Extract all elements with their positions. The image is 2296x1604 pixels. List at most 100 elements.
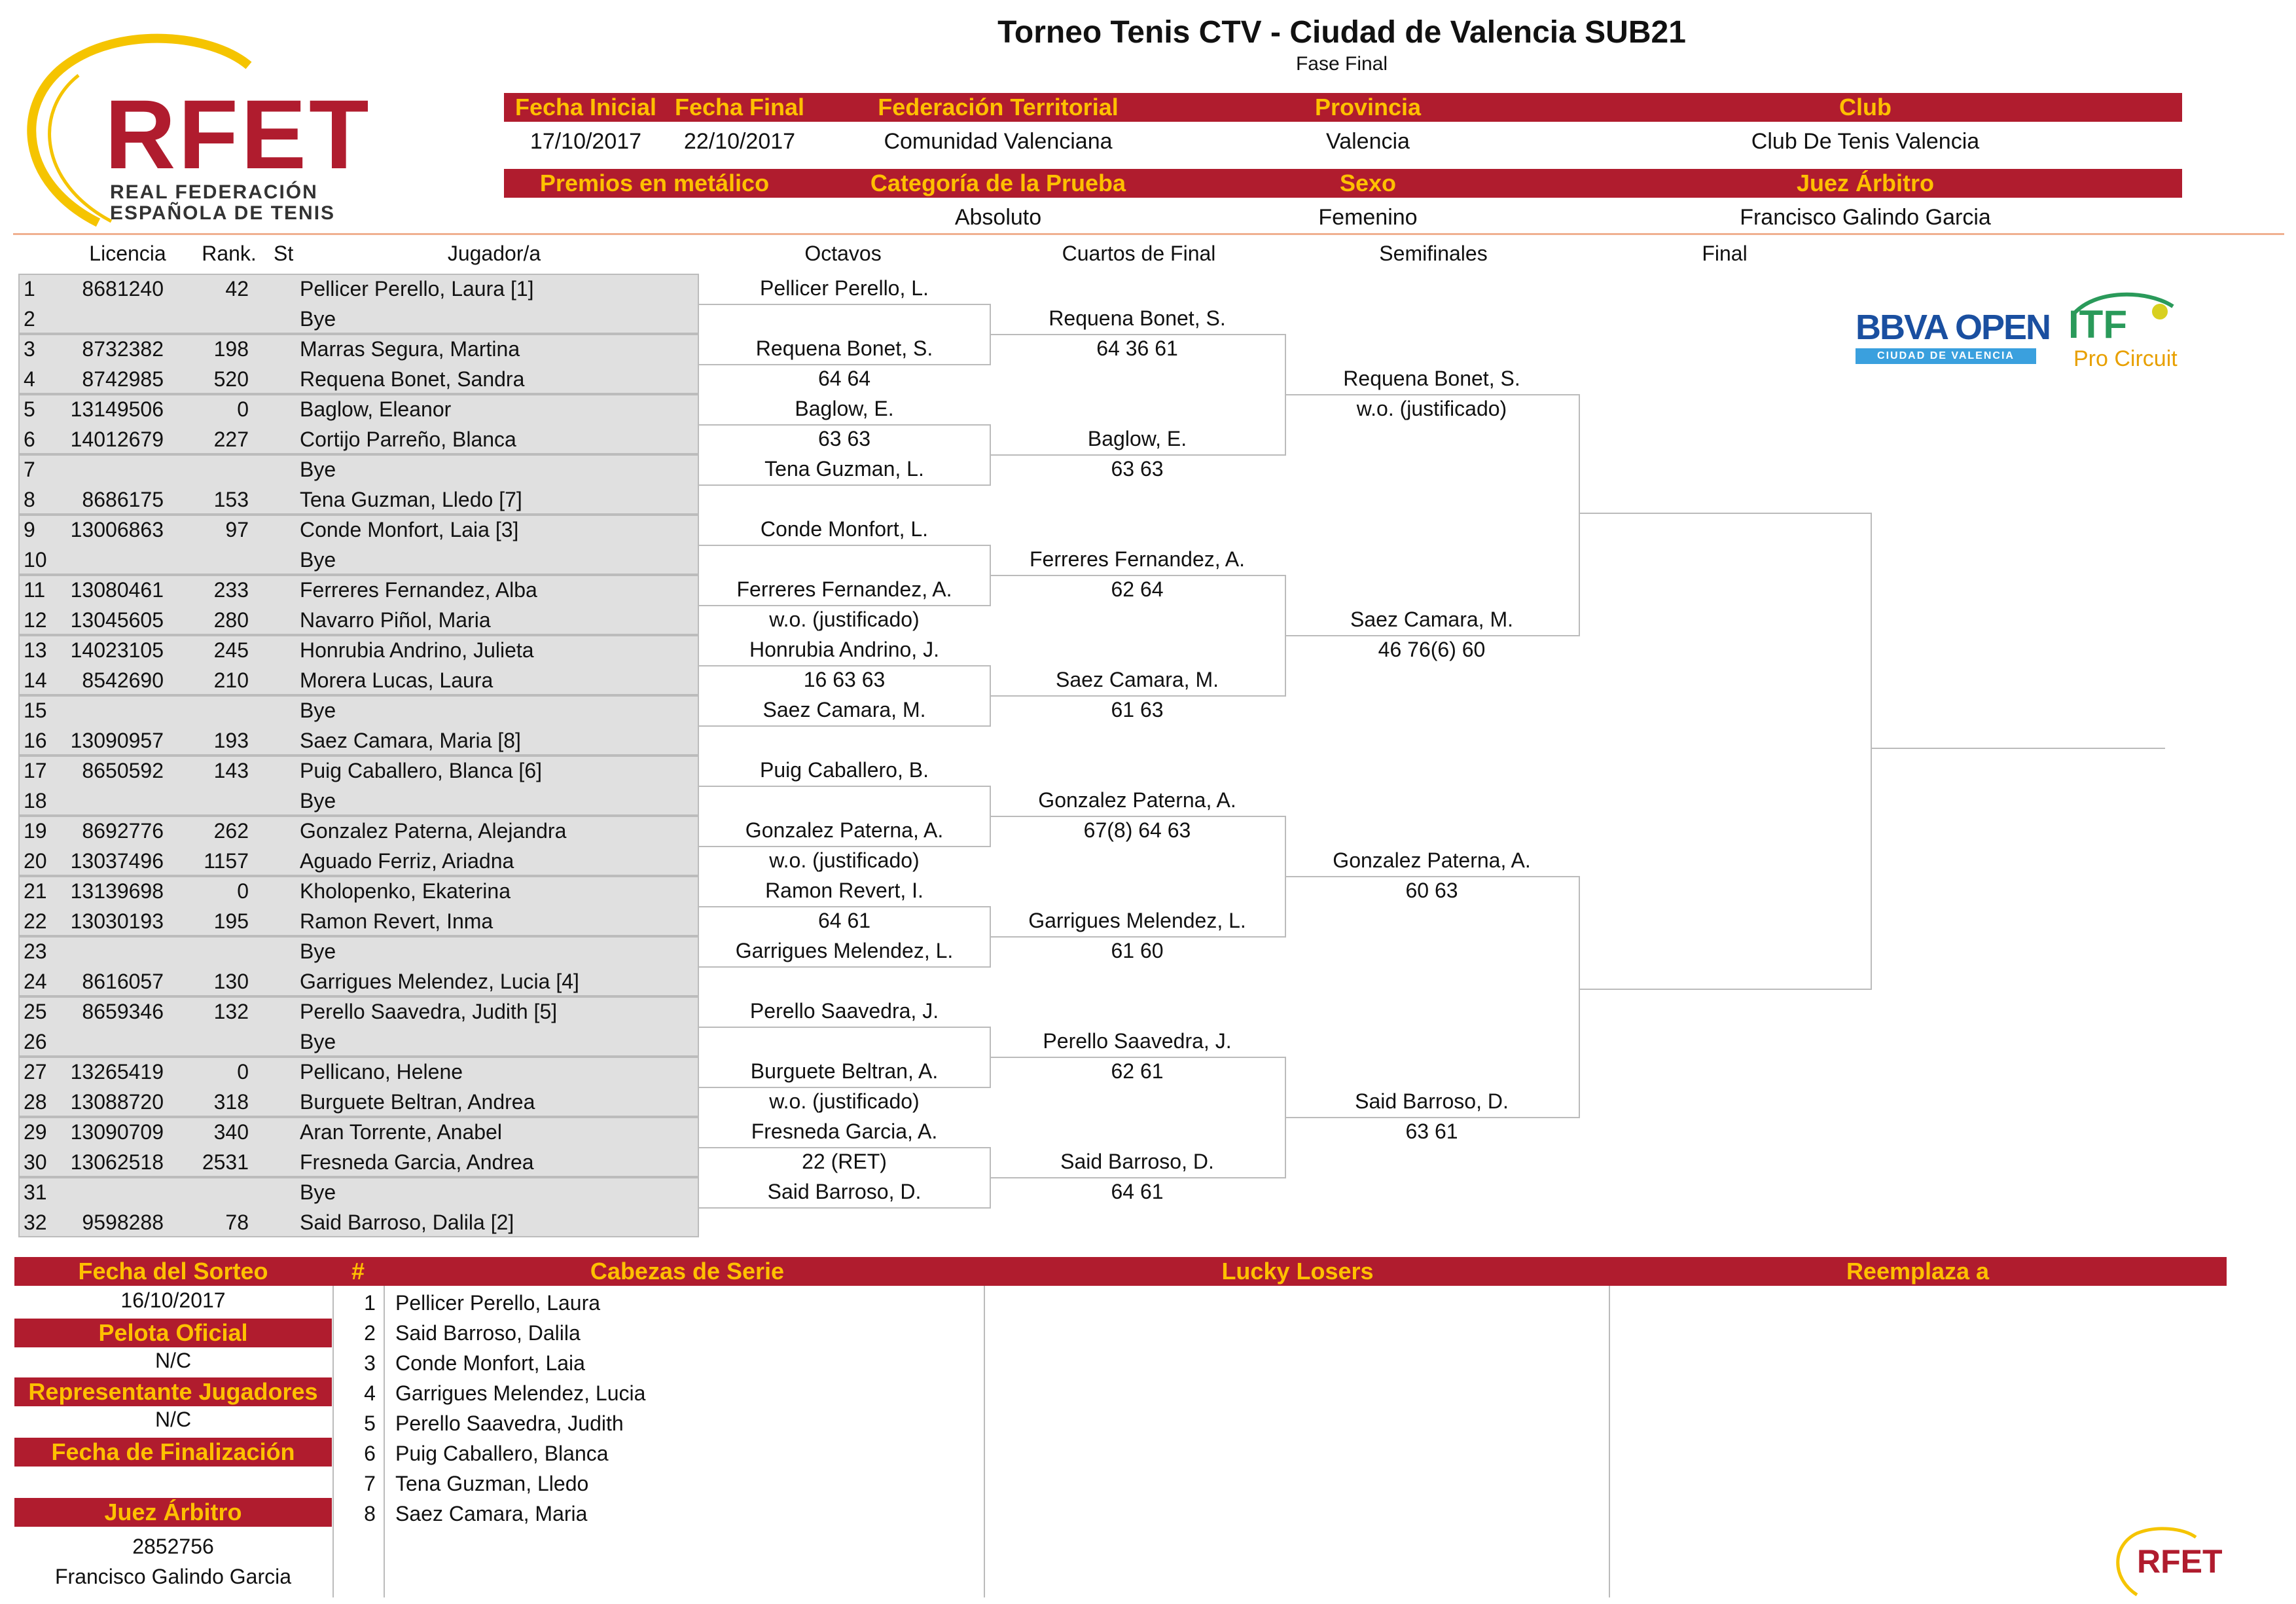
r16-score: w.o. (justificado): [769, 1089, 920, 1113]
player-name: Aran Torrente, Anabel: [300, 1120, 502, 1144]
player-number: 17: [24, 759, 47, 782]
qf-score: 63 63: [1111, 457, 1164, 481]
player-license: 8742985: [82, 367, 164, 391]
player-rank: 0: [237, 397, 249, 421]
player-number: 27: [24, 1060, 47, 1084]
player-pair-box: [18, 756, 699, 816]
player-number: 5: [24, 397, 35, 421]
player-name: Bye: [300, 789, 336, 812]
player-rank: 318: [213, 1090, 249, 1114]
player-pair-box: [18, 816, 699, 876]
player-rank: 210: [213, 668, 249, 692]
seed-name: Said Barroso, Dalila: [395, 1321, 581, 1345]
footer-draw-date-label: Fecha del Sorteo: [78, 1258, 268, 1285]
sf-line: [1285, 876, 1579, 877]
player-rank: 233: [213, 578, 249, 602]
player-pair-box: [18, 1057, 699, 1117]
player-number: 12: [24, 608, 47, 632]
qf-score: 67(8) 64 63: [1083, 818, 1191, 842]
sf-connector: [1579, 394, 1580, 636]
r16-line: [699, 906, 990, 907]
player-rank: 1157: [204, 849, 249, 873]
player-name: Burguete Beltran, Andrea: [300, 1090, 535, 1114]
player-name: Baglow, Eleanor: [300, 397, 452, 421]
qf-line: [990, 575, 1285, 576]
col-sf: Semifinales: [1379, 242, 1488, 265]
r16-winner-name: Fresneda Garcia, A.: [751, 1120, 938, 1143]
player-rank: 262: [213, 819, 249, 843]
r16-score: w.o. (justificado): [769, 848, 920, 872]
footer-finish-label: Fecha de Finalización: [51, 1438, 295, 1465]
page-subtitle: Fase Final: [1295, 53, 1388, 75]
player-license: 9598288: [82, 1211, 164, 1234]
seed-number: 7: [364, 1472, 376, 1495]
player-rank: 97: [225, 518, 249, 541]
r16-line: [699, 1027, 990, 1028]
player-number: 2: [24, 307, 35, 331]
r16-winner-name: Ferreres Fernandez, A.: [736, 577, 952, 601]
player-license: 8686175: [82, 488, 164, 511]
final-connector: [1871, 513, 1872, 990]
seed-number: 6: [364, 1442, 376, 1465]
player-rank: 245: [213, 638, 249, 662]
qf-winner-name: Garrigues Melendez, L.: [1028, 909, 1246, 932]
page-title: Torneo Tenis CTV - Ciudad de Valencia SU…: [997, 15, 1686, 50]
player-rank: 0: [237, 879, 249, 903]
seed-number: 2: [364, 1321, 376, 1345]
player-name: Bye: [300, 307, 336, 331]
r16-winner-name: Ramon Revert, I.: [765, 879, 924, 902]
r16-line: [699, 846, 990, 847]
footer-referee-id: 2852756: [132, 1535, 214, 1558]
player-rank: 153: [213, 488, 249, 511]
bbva-logo-text: BBVA OPEN: [1856, 308, 2051, 347]
player-number: 18: [24, 789, 47, 812]
r16-winner-name: Tena Guzman, L.: [764, 457, 924, 481]
r16-winner-name: Puig Caballero, B.: [760, 758, 929, 782]
r16-line: [699, 364, 990, 365]
player-license: 8659346: [82, 1000, 164, 1023]
val-sex: Femenino: [1318, 205, 1418, 230]
sf-winner-name: Requena Bonet, S.: [1343, 367, 1520, 390]
qf-winner-name: Said Barroso, D.: [1060, 1150, 1214, 1173]
hdr-end-date: Fecha Final: [674, 94, 805, 120]
player-name: Honrubia Andrino, Julieta: [300, 638, 534, 662]
footer-divider-1: [332, 1286, 334, 1597]
footer-rep: N/C: [154, 1408, 192, 1431]
player-name: Requena Bonet, Sandra: [300, 367, 525, 391]
player-name: Bye: [300, 939, 336, 963]
player-name: Ferreres Fernandez, Alba: [300, 578, 537, 602]
itf-logo-text: ITF: [2068, 302, 2127, 346]
itf-pro-circuit-logo: ITF Pro Circuit: [2068, 288, 2186, 373]
r16-line: [699, 665, 990, 666]
player-rank: 198: [213, 337, 249, 361]
qf-winner-name: Perello Saavedra, J.: [1043, 1029, 1232, 1053]
seed-number: 3: [364, 1351, 376, 1375]
qf-line: [990, 1057, 1285, 1058]
qf-line: [990, 936, 1285, 938]
qf-winner-name: Gonzalez Paterna, A.: [1038, 788, 1236, 812]
player-name: Morera Lucas, Laura: [300, 668, 493, 692]
player-number: 30: [24, 1150, 47, 1174]
player-license: 13045605: [70, 608, 164, 632]
player-rank: 0: [237, 1060, 249, 1084]
info-header-bar-2: [504, 169, 2182, 198]
sf-winner-name: Saez Camara, M.: [1350, 608, 1513, 631]
r16-line: [699, 304, 990, 305]
sf-winner-name: Said Barroso, D.: [1355, 1089, 1509, 1113]
player-license: 13090709: [70, 1120, 164, 1144]
player-name: Ramon Revert, Inma: [300, 909, 493, 933]
val-end-date: 22/10/2017: [683, 129, 796, 154]
player-number: 23: [24, 939, 47, 963]
player-pair-box: [18, 394, 699, 454]
player-name: Bye: [300, 1030, 336, 1053]
logo-text: RFET: [105, 79, 372, 189]
player-pair-box: [18, 695, 699, 756]
hdr-province: Provincia: [1314, 94, 1422, 120]
seed-name: Conde Monfort, Laia: [395, 1351, 585, 1375]
player-license: 8681240: [82, 277, 164, 301]
r16-line: [699, 725, 990, 727]
bbva-open-logo: BBVA OPEN CIUDAD DE VALENCIA: [1856, 308, 2051, 367]
player-license: 13037496: [70, 849, 164, 873]
r16-winner-name: Saez Camara, M.: [762, 698, 926, 721]
rfet-small-logo: RFET: [2111, 1525, 2229, 1597]
